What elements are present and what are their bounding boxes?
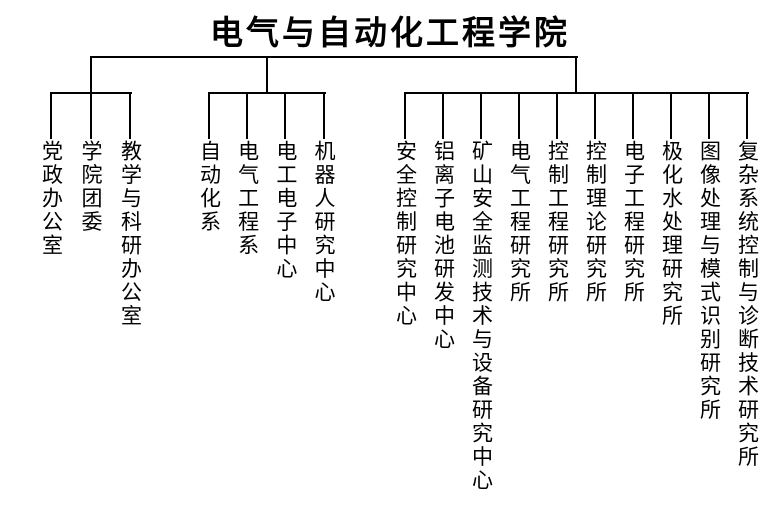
connector-branch-administrative-offices (89, 56, 92, 94)
connector-rail-departments-and-centers (209, 92, 326, 94)
org-node-label-research-institutes-5: 控制理论研究所 (583, 140, 607, 305)
connector-drop-departments-and-centers-2 (284, 92, 287, 139)
org-node-label-research-institutes-6: 电子工程研究所 (621, 140, 645, 305)
connector-drop-research-institutes-2 (480, 92, 482, 139)
org-node-label-departments-and-centers-1: 电气工程系 (235, 140, 259, 258)
org-node-label-research-institutes-2: 矿山安全监测技术与设备研究中心 (469, 140, 493, 493)
connector-drop-research-institutes-7 (670, 92, 672, 139)
connector-drop-research-institutes-5 (594, 92, 596, 139)
org-node-label-research-institutes-0: 安全控制研究中心 (393, 140, 417, 328)
org-node-label-administrative-offices-2: 教学与科研办公室 (118, 140, 142, 328)
connector-branch-research-institutes (575, 56, 577, 94)
connector-drop-administrative-offices-2 (129, 92, 131, 139)
connector-drop-research-institutes-0 (404, 92, 406, 139)
connector-drop-research-institutes-9 (746, 92, 748, 139)
org-node-label-research-institutes-9: 复杂系统控制与诊断技术研究所 (735, 140, 759, 469)
org-node-label-research-institutes-8: 图像处理与模式识别研究所 (697, 140, 721, 422)
connector-drop-research-institutes-3 (518, 92, 520, 139)
org-node-label-administrative-offices-0: 党政办公室 (39, 140, 63, 258)
connector-drop-departments-and-centers-0 (208, 92, 210, 139)
connector-top-rail (90, 56, 578, 58)
connector-drop-research-institutes-6 (632, 92, 634, 139)
connector-rail-research-institutes (405, 92, 749, 94)
connector-branch-departments-and-centers (266, 56, 268, 94)
org-node-label-administrative-offices-1: 学院团委 (79, 140, 102, 234)
connector-drop-administrative-offices-0 (50, 92, 52, 139)
connector-drop-administrative-offices-1 (89, 92, 92, 139)
connector-drop-research-institutes-4 (556, 92, 558, 139)
org-node-label-departments-and-centers-3: 机器人研究中心 (312, 140, 335, 305)
connector-rail-administrative-offices (51, 92, 132, 94)
connector-drop-departments-and-centers-1 (246, 92, 249, 139)
connector-drop-research-institutes-1 (442, 92, 444, 139)
org-node-label-research-institutes-4: 控制工程研究所 (545, 140, 569, 305)
org-node-label-research-institutes-3: 电气工程研究所 (507, 140, 531, 305)
org-node-label-departments-and-centers-0: 自动化系 (197, 140, 221, 234)
connector-drop-departments-and-centers-3 (322, 92, 325, 139)
org-node-label-departments-and-centers-2: 电工电子中心 (273, 140, 297, 281)
org-node-label-research-institutes-7: 极化水处理研究所 (659, 140, 683, 328)
org-node-label-research-institutes-1: 铝离子电池研发中心 (431, 140, 455, 352)
page-title: 电气与自动化工程学院 (210, 14, 570, 51)
connector-drop-research-institutes-8 (708, 92, 710, 139)
